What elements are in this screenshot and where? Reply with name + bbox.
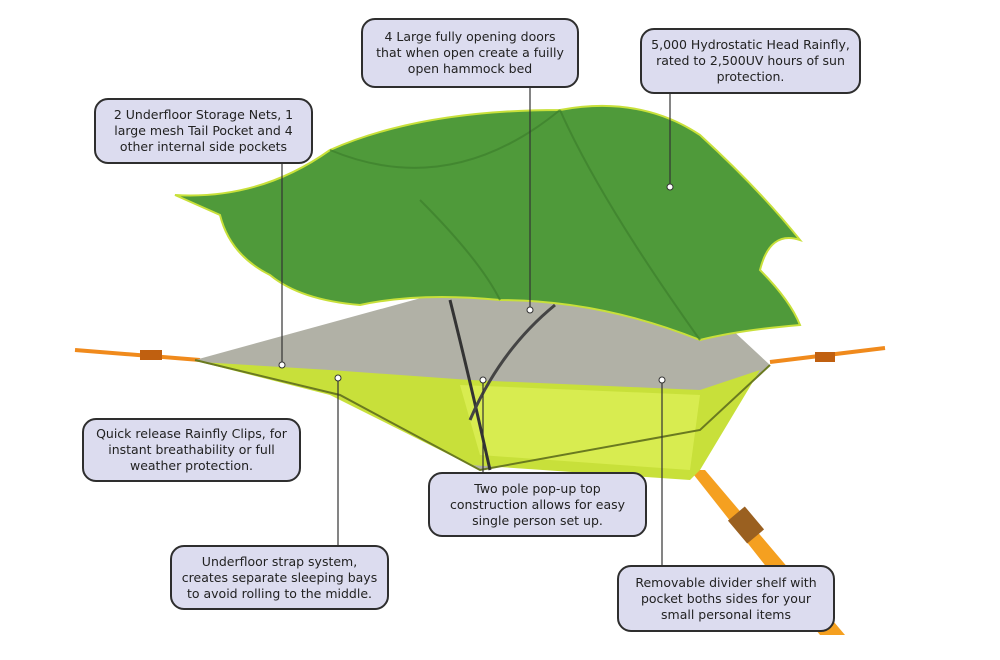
callout-rainfly: 5,000 Hydrostatic Head Rainfly, rated to…: [640, 28, 861, 94]
callout-straps: Underfloor strap system, creates separat…: [170, 545, 389, 610]
leader-dots: [278, 183, 674, 384]
callout-divider: Removable divider shelf with pocket both…: [617, 565, 835, 632]
callout-poles: Two pole pop-up top construction allows …: [428, 472, 647, 537]
callout-clips: Quick release Rainfly Clips, for instant…: [82, 418, 301, 482]
callout-doors: 4 Large fully opening doors that when op…: [361, 18, 579, 88]
callout-storage: 2 Underfloor Storage Nets, 1 large mesh …: [94, 98, 313, 164]
rainfly: [174, 104, 803, 342]
leader-lines: [281, 87, 671, 565]
